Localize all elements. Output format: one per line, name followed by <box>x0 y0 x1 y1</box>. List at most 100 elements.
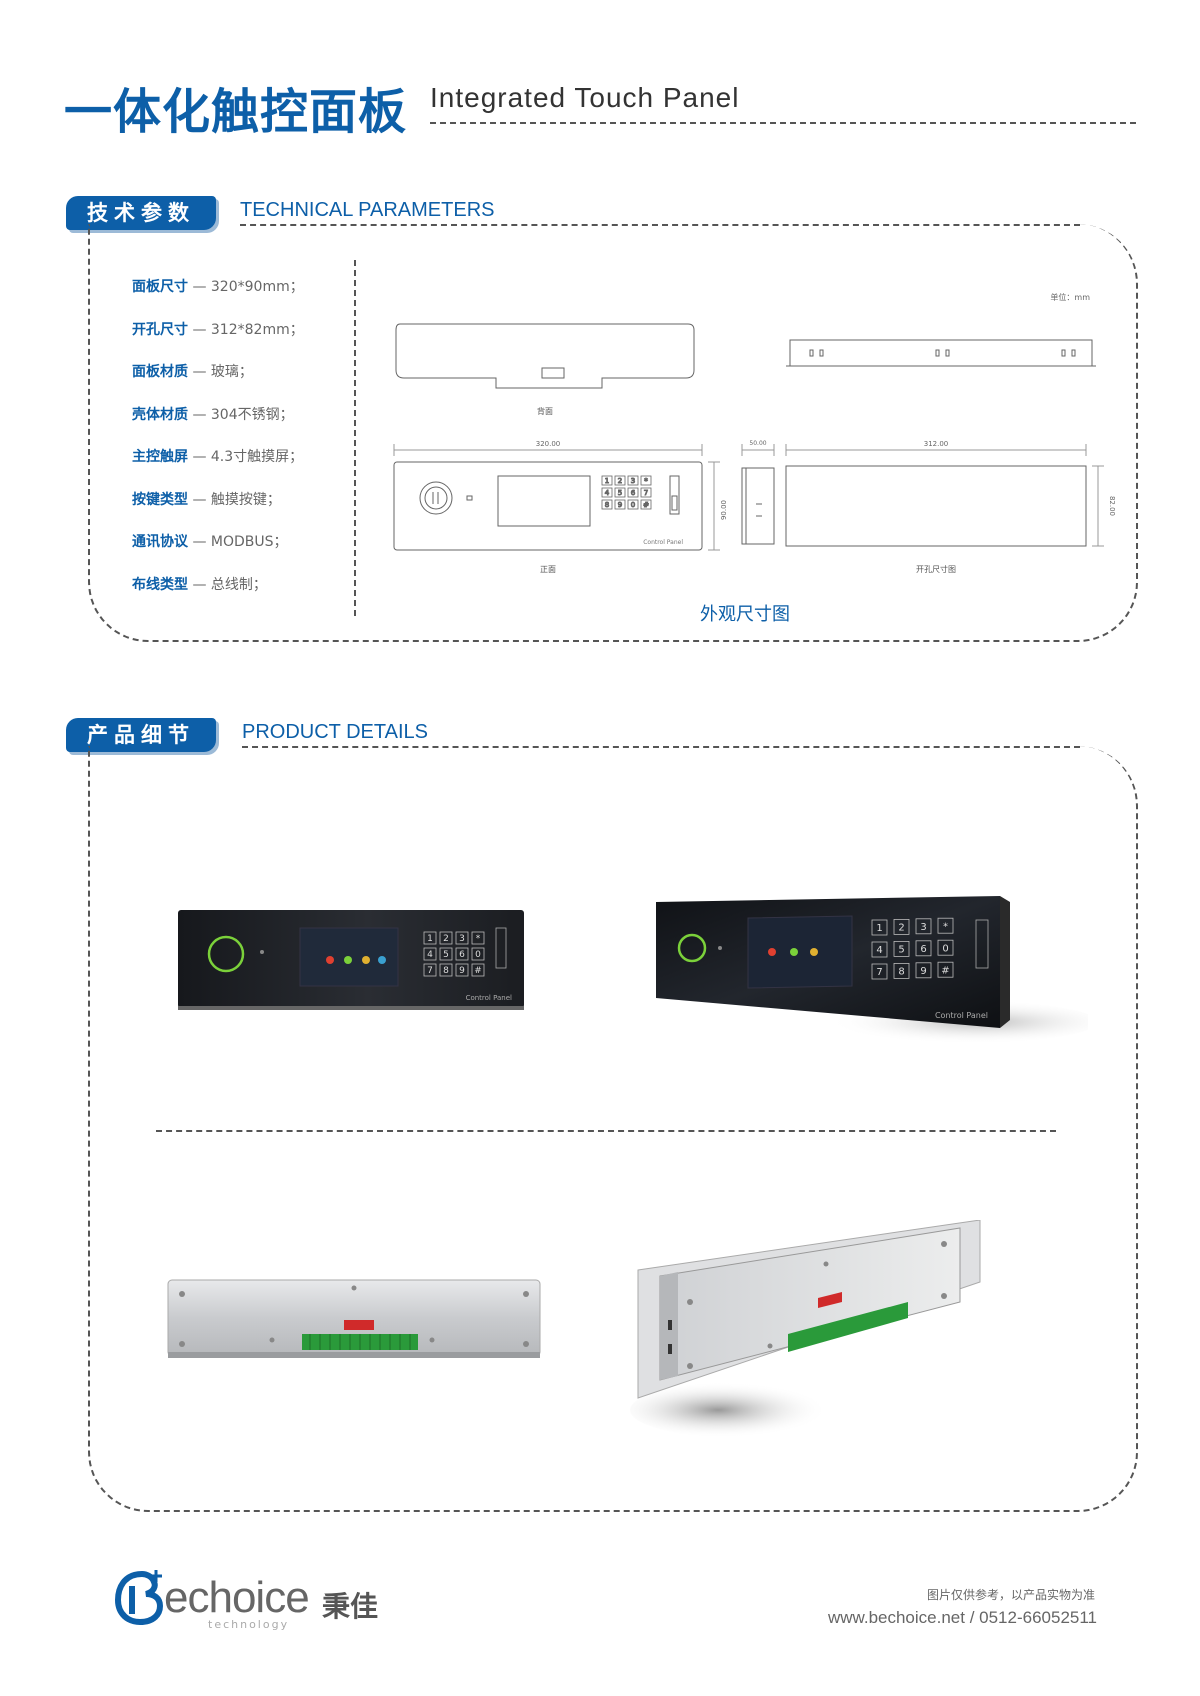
status-dot-yellow <box>362 956 370 964</box>
keypad-key-label: 6 <box>631 489 636 497</box>
keypad-key <box>471 963 485 977</box>
keypad-key <box>423 947 437 961</box>
tech-section-title: TECHNICAL PARAMETERS <box>240 199 495 221</box>
keypad-key-label: 3 <box>920 922 926 933</box>
status-dot-red <box>326 956 334 964</box>
front-view-card-slot <box>669 475 680 515</box>
param-touchscreen: 主控触屏 — 4.3寸触摸屏； <box>132 449 304 465</box>
keypad-key <box>937 961 954 978</box>
panel-brand-1: Control Panel <box>466 994 512 1002</box>
param-panel-size: 面板尺寸 — 320*90mm； <box>132 279 304 295</box>
keypad-key-label: 9 <box>618 501 622 509</box>
back-view-label: 背面 <box>537 406 553 416</box>
keypad-key-label: # <box>643 501 649 509</box>
keypad-key-label: 8 <box>605 501 609 509</box>
keypad-key <box>423 963 437 977</box>
keypad-key <box>455 963 469 977</box>
keypad-key <box>614 499 626 510</box>
param-key-type: 按键类型 — 触摸按键； <box>132 491 281 508</box>
keypad-key-label: 8 <box>443 966 449 976</box>
photo-divider <box>156 1130 1056 1132</box>
top-view-slots <box>809 349 1076 357</box>
logo-mark-icon <box>114 1570 164 1626</box>
keypad-key <box>614 487 626 498</box>
front-view-label: 正面 <box>540 565 556 574</box>
cutout-view-label: 开孔尺寸图 <box>916 564 956 574</box>
keypad-key <box>871 919 888 936</box>
back-view-outline <box>395 323 695 389</box>
front-view-outline <box>393 461 703 551</box>
keypad-key <box>627 475 639 486</box>
dim-depth-label: 50.00 <box>749 440 766 447</box>
keypad-key-label: 2 <box>443 934 449 944</box>
keypad-key-label: * <box>476 934 481 944</box>
front-view-screen <box>497 475 591 527</box>
keypad-key <box>893 963 910 979</box>
panel-brand-2: Control Panel <box>935 1011 988 1020</box>
keypad-key-label: 1 <box>876 923 882 934</box>
status-dot-green <box>344 956 352 964</box>
detail-section-frame <box>88 746 1138 1512</box>
cutout-view-outline <box>785 465 1087 547</box>
keypad-key-label: 0 <box>942 943 948 954</box>
keypad-key-label: 4 <box>605 489 610 497</box>
keypad-key <box>439 931 453 945</box>
unit-label: 单位：mm <box>1050 292 1090 302</box>
param-panel-material: 面板材质 — 玻璃； <box>132 364 253 380</box>
keypad-key <box>627 499 639 510</box>
logo-text: echoice <box>164 1573 310 1622</box>
keypad-key-label: 1 <box>427 934 433 944</box>
keypad-key-label: 4 <box>876 945 882 956</box>
keypad-key-label: 0 <box>475 950 481 960</box>
keypad-key <box>439 963 453 977</box>
keypad-key-label: 7 <box>876 967 882 978</box>
front-view-sensor <box>419 481 453 515</box>
keypad-key-label: # <box>474 966 482 976</box>
keypad-key-label: 8 <box>898 967 904 978</box>
param-protocol: 通讯协议 — MODBUS； <box>132 534 288 550</box>
keypad-key-label: 2 <box>618 477 622 485</box>
dip-switch <box>344 1320 374 1330</box>
photo-back-panel <box>167 1279 541 1358</box>
keypad-key <box>640 475 652 486</box>
param-shell-material: 壳体材质 — 304不锈钢； <box>132 406 294 423</box>
keypad-key-label: 9 <box>459 966 465 976</box>
detail-section-divider <box>242 746 1080 748</box>
terminal-block-angled <box>788 1302 908 1352</box>
keypad-key <box>871 941 888 958</box>
dip-switch-angled <box>818 1292 842 1308</box>
keypad-key <box>614 475 626 486</box>
keypad-key <box>471 931 485 945</box>
front-view-brand: Control Panel <box>643 539 683 546</box>
footer-website-phone[interactable]: www.bechoice.net / 0512-66052511 <box>827 1608 1097 1627</box>
keypad-key-label: # <box>941 965 949 976</box>
param-wiring: 布线类型 — 总线制； <box>132 576 267 593</box>
top-view-outline <box>789 339 1093 367</box>
tech-section-frame <box>88 224 1138 642</box>
logo-sub: technology <box>208 1618 290 1631</box>
keypad-key-label: 0 <box>631 501 635 509</box>
keypad-key <box>627 487 639 498</box>
header-divider <box>430 122 1136 124</box>
tech-section-divider <box>240 224 1080 226</box>
keypad-key <box>640 487 652 498</box>
keypad-key-label: 5 <box>898 945 904 956</box>
status-dot-blue <box>378 956 386 964</box>
detail-section-title: PRODUCT DETAILS <box>242 721 428 743</box>
keypad-key-label: 6 <box>459 950 465 960</box>
params-list: 面板尺寸 — 320*90mm； 开孔尺寸 — 312*82mm； 面板材质 —… <box>132 276 362 616</box>
photo-back-angled <box>630 1220 981 1438</box>
keypad-key-label: 6 <box>920 944 926 955</box>
back-view-connector <box>541 367 565 379</box>
dim-width-label: 320.00 <box>536 440 561 448</box>
page-title: 一体化触控面板 <box>64 84 408 140</box>
keypad-key-label: 1 <box>605 477 609 485</box>
keypad-key-label: 7 <box>644 489 648 497</box>
keypad-key <box>601 475 613 486</box>
side-view-outline <box>741 467 775 545</box>
keypad-key <box>915 918 932 935</box>
